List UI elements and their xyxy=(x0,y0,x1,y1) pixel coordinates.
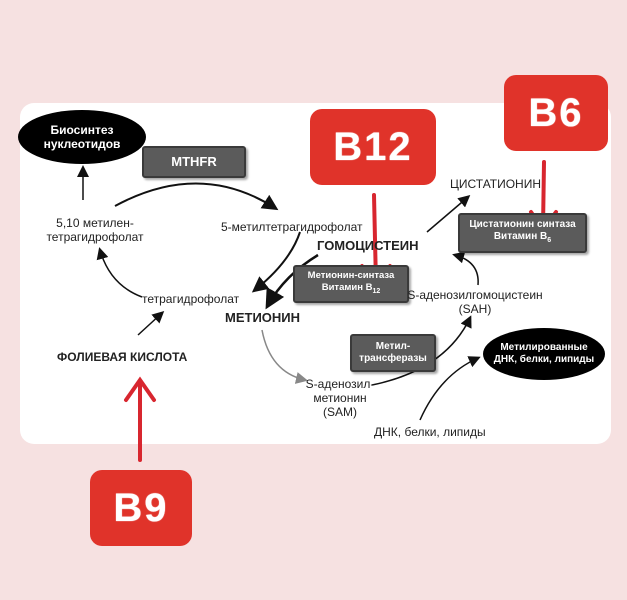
thf-label: тетрагидрофолат xyxy=(142,292,240,306)
red-arrow-b9 xyxy=(124,376,156,462)
methionine-synthase-box: Метионин-синтаза Витамин B12 xyxy=(293,265,409,303)
sam-label: S-аденозил- метионин (SAM) xyxy=(305,377,375,419)
arrow-hcy-to-met xyxy=(265,253,319,310)
mthfr-box: MTHFR xyxy=(142,146,246,178)
cystathionine-synthase-box: Цистатионин синтаза Витамин B6 xyxy=(458,213,587,253)
vitamin-b12-badge: B12 xyxy=(310,109,436,185)
methyltransferases-box: Метил- трансферазы xyxy=(350,334,436,372)
methionine-label: МЕТИОНИН xyxy=(225,310,301,325)
arrow-folic-to-thf xyxy=(137,310,165,336)
arrow-thf-to-methylene xyxy=(96,247,143,298)
folic-acid-label: ФОЛИЕВАЯ КИСЛОТА xyxy=(57,350,188,364)
arrow-sah-to-hcy xyxy=(452,251,479,286)
arrow-methyl-thf-to-thf xyxy=(251,231,301,293)
arrow-hcy-to-cystathionine xyxy=(426,195,471,233)
arrow-met-to-sam xyxy=(261,329,308,384)
homocysteine-label: ГОМОЦИСТЕИН xyxy=(317,238,419,253)
arrow-dna-to-methylated xyxy=(419,356,481,421)
methyl-thf-label: 5-метилтетрагидрофолат xyxy=(221,220,363,234)
cystathionine-label: ЦИСТАТИОНИН xyxy=(450,177,542,191)
vitamin-b9-badge: B9 xyxy=(90,470,192,546)
methylene-thf-label: 5,10 метилен- тетрагидрофолат xyxy=(46,216,144,244)
dna-proteins-lipids-label: ДНК, белки, липиды xyxy=(374,425,486,439)
vitamin-b6-badge: B6 xyxy=(504,75,608,151)
arrow-mthfr xyxy=(114,182,279,211)
sah-label: S-аденозилгомоцистеин (SAH) xyxy=(407,288,543,316)
nucleotide-synthesis-node: Биосинтез нуклеотидов xyxy=(18,110,146,164)
